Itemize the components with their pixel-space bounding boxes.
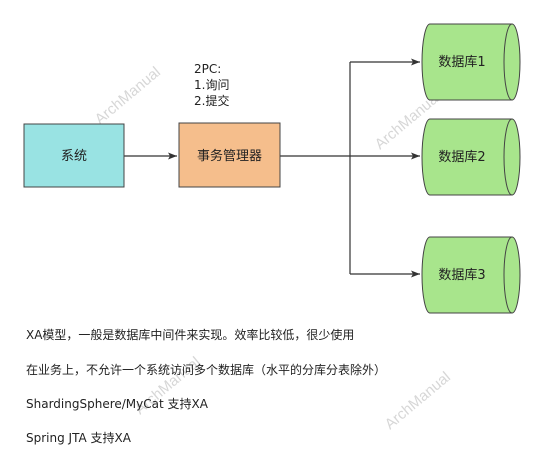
system-label: 系统 [61,149,87,164]
database-3-node: 数据库3 [421,236,521,314]
database-2-label: 数据库2 [438,149,485,165]
database-2-node: 数据库2 [421,118,521,196]
connectors [124,58,420,278]
note-shardingsphere-mycat: ShardingSphere/MyCat 支持XA [26,397,208,411]
watermark-text: ArchManual [92,64,164,128]
note-single-database-rule: 在业务上，不允许一个系统访问多个数据库（水平的分库分表除外） [26,363,387,377]
database-3-rim [503,236,513,314]
watermark-text: ArchManual [382,369,454,433]
note-line-2: 1.询问 [194,78,229,92]
database-1-label: 数据库1 [438,54,485,70]
transaction-manager-node: 事务管理器 [178,122,281,188]
note-spring-jta: Spring JTA 支持XA [26,431,131,445]
database-1-rim [503,23,513,101]
database-3-label: 数据库3 [438,267,485,283]
note-xa-model: XA模型，一般是数据库中间件来实现。效率比较低，很少使用 [26,328,355,342]
database-1-node: 数据库1 [421,23,521,101]
system-node: 系统 [23,123,125,188]
database-2-rim [503,118,513,196]
system-box [23,123,125,188]
note-line-3: 2.提交 [194,93,229,108]
two-phase-commit-note: 2PC: 1.询问 2.提交 [194,62,229,108]
transaction-manager-label: 事务管理器 [197,148,262,164]
transaction-manager-box [178,122,281,188]
note-line-1: 2PC: [194,62,221,76]
